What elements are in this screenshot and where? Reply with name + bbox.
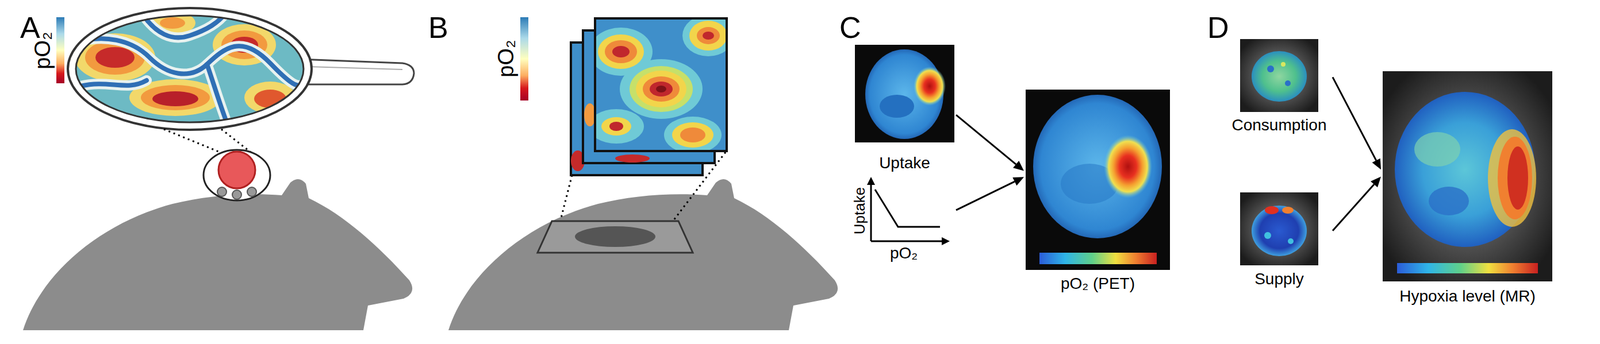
connector-line (1332, 184, 1375, 232)
colorbar (520, 17, 529, 101)
arrow-connector (956, 114, 1024, 172)
caption: Hypoxia level (MR) (1399, 287, 1536, 306)
panel-letter: C (839, 12, 862, 43)
connector-line (1332, 77, 1377, 161)
connector-line (956, 114, 1016, 165)
colorbar (1039, 252, 1157, 265)
head-window (203, 150, 271, 201)
mr-supply-image (1240, 192, 1319, 266)
caption: Consumption (1232, 116, 1327, 135)
image-panel: Consumption (1227, 39, 1331, 135)
image-panel: Uptake (854, 44, 955, 173)
connector-line (956, 181, 1015, 211)
arrowhead (1370, 177, 1381, 188)
colorbar (56, 17, 65, 84)
arrow-connector (956, 177, 1024, 211)
caption: Uptake (879, 154, 931, 173)
arrowhead (1372, 158, 1381, 171)
axis-label: pO₂ (31, 31, 54, 69)
colorbar (1397, 263, 1538, 274)
arrowhead (1013, 160, 1024, 172)
axis-label: pO₂ (495, 39, 517, 78)
slice-stack (570, 14, 735, 176)
magnifier (67, 5, 414, 133)
mr-consumption-image (1240, 39, 1319, 113)
imaging-plane (537, 221, 693, 253)
dotted-line (560, 175, 573, 221)
pet-po2-image (1025, 89, 1170, 271)
caption: Supply (1254, 270, 1304, 289)
arrowhead (1012, 177, 1024, 186)
pet-uptake-image (854, 44, 955, 143)
axis-label: Uptake (851, 187, 869, 235)
curve-panel: Uptake pO₂ (849, 175, 955, 263)
dotted-line (163, 129, 225, 155)
caption: pO₂ (PET) (1060, 274, 1135, 294)
image-panel: Supply (1227, 192, 1331, 289)
image-panel: pO₂ (PET) (1025, 89, 1170, 294)
panel-letter: D (1207, 12, 1230, 43)
mouse-silhouette (448, 179, 838, 331)
mouse-silhouette (22, 179, 413, 331)
image-panel: Hypoxia level (MR) (1382, 71, 1553, 306)
panel-letter: B (428, 12, 449, 43)
arrow-connector (1332, 77, 1381, 170)
uptake-curve (866, 177, 950, 246)
caption: pO₂ (889, 244, 918, 263)
mr-hypoxia-image (1382, 71, 1553, 282)
arrow-connector (1332, 177, 1381, 232)
